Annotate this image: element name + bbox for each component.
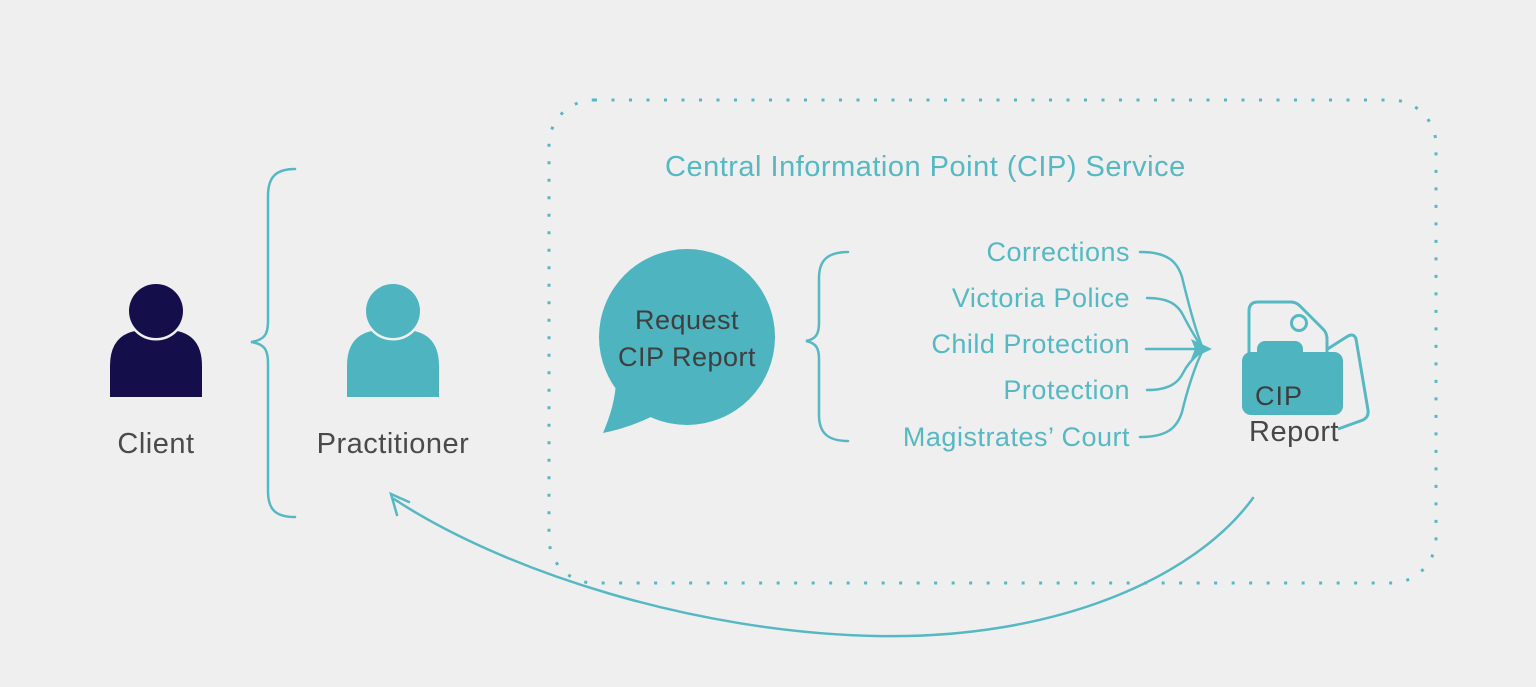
converge-arrowhead-icon — [1191, 339, 1212, 359]
request-bubble-line2: CIP Report — [617, 342, 757, 372]
agency-connector-curves — [1138, 250, 1204, 439]
report-return-arrow — [389, 491, 1255, 638]
agency-protection: Protection — [1003, 375, 1130, 405]
client-person-icon — [110, 281, 202, 397]
agency-child-protection: Child Protection — [931, 329, 1130, 359]
request-bubble-line1: Request — [634, 305, 740, 335]
client-label: Client — [117, 428, 195, 460]
practitioner-person-icon — [347, 281, 439, 397]
report-label-cip: CIP — [1255, 381, 1304, 411]
agency-magistrates-court: Magistrates’ Court — [902, 422, 1130, 452]
cip-report-folder-icon — [1242, 300, 1370, 431]
request-speech-bubble-icon — [599, 249, 775, 433]
request-bubble-text: Request CIP Report — [597, 302, 777, 376]
client-practitioner-brace — [250, 167, 297, 519]
practitioner-label: Practitioner — [316, 428, 470, 460]
report-label-report: Report — [1249, 416, 1340, 448]
agency-corrections: Corrections — [986, 237, 1130, 267]
agency-victoria-police: Victoria Police — [951, 283, 1130, 313]
bubble-agencies-brace — [805, 250, 850, 443]
cip-service-title: Central Information Point (CIP) Service — [665, 151, 1186, 183]
